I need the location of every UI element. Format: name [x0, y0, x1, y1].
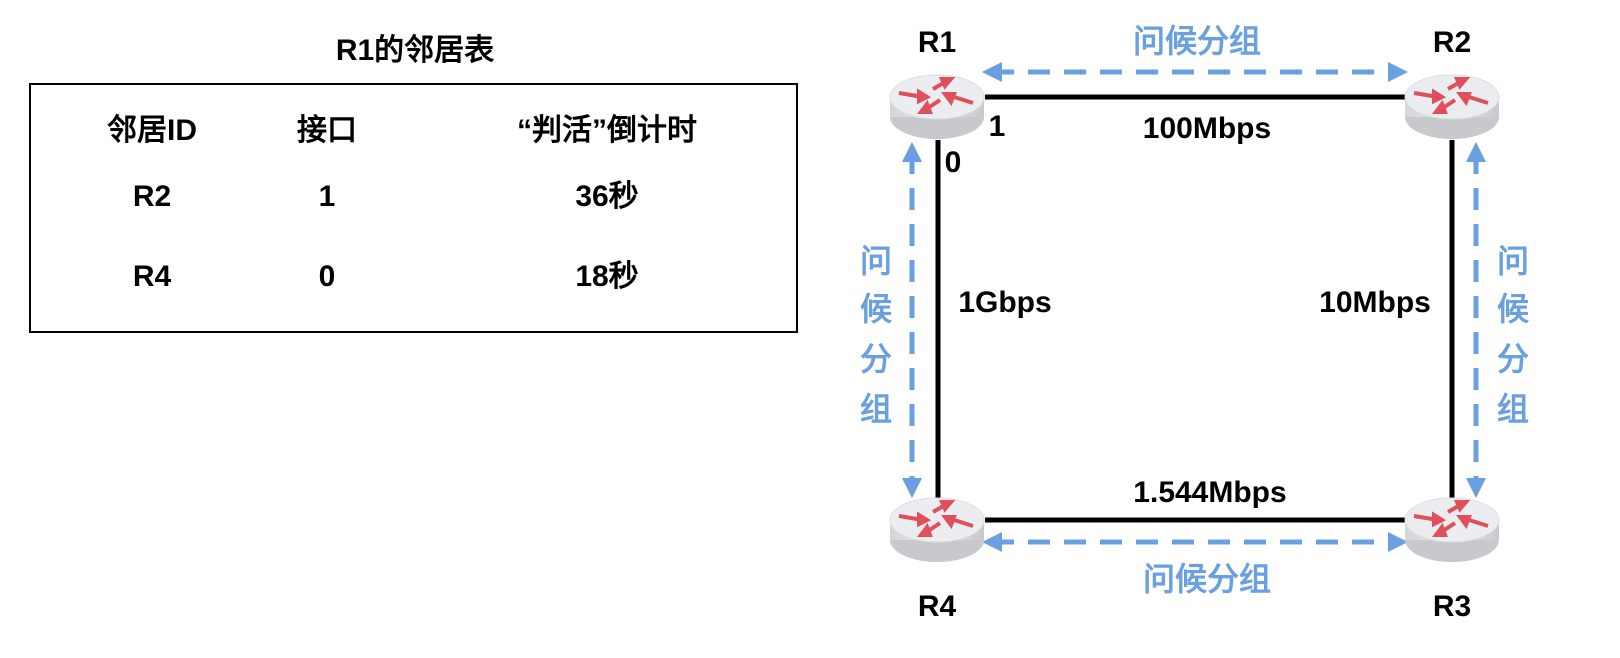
hello-label-left: 问 候 分 组: [860, 243, 893, 427]
hello-char: 问: [860, 243, 892, 279]
header-dead-timer: “判活”倒计时: [517, 114, 697, 147]
hello-char: 问: [1497, 243, 1529, 279]
router-r2-icon[interactable]: [1403, 73, 1501, 141]
router-r4-icon[interactable]: [888, 496, 986, 564]
cell-interface: 1: [319, 180, 336, 213]
hello-label-bottom: 问候分组: [1143, 561, 1271, 597]
router-r2-label: R2: [1433, 26, 1471, 59]
hello-char: 分: [860, 341, 892, 377]
interface-1-label: 1: [989, 110, 1006, 143]
neighbor-table-border: [29, 83, 798, 333]
link-r2-r3-bandwidth: 10Mbps: [1319, 286, 1431, 319]
hello-char: 候: [1497, 291, 1530, 327]
table-title: R1的邻居表: [336, 33, 494, 67]
router-r1-label: R1: [918, 26, 956, 59]
links: [935, 94, 1455, 523]
link-r4-r3-bandwidth: 1.544Mbps: [1133, 476, 1286, 509]
header-interface: 接口: [297, 114, 357, 147]
router-r1-icon[interactable]: [888, 73, 986, 141]
link-r1-r4-bandwidth: 1Gbps: [958, 286, 1051, 319]
hello-char: 分: [1497, 341, 1529, 377]
hello-label-top: 问候分组: [1133, 23, 1261, 59]
link-r1-r2-bandwidth: 100Mbps: [1143, 112, 1271, 145]
hello-char: 候: [860, 291, 893, 327]
cell-neighbor-id: R4: [133, 260, 172, 293]
cell-neighbor-id: R2: [133, 180, 171, 213]
hello-char: 组: [1497, 391, 1529, 427]
router-r3-icon[interactable]: [1403, 496, 1501, 564]
router-r3-label: R3: [1433, 590, 1471, 623]
interface-0-label: 0: [945, 146, 962, 179]
cell-dead-timer: 36秒: [575, 180, 638, 213]
cell-interface: 0: [319, 260, 336, 293]
cell-dead-timer: 18秒: [575, 260, 638, 293]
hello-char: 组: [860, 391, 892, 427]
hello-label-right: 问 候 分 组: [1497, 243, 1530, 427]
router-r4-label: R4: [918, 590, 957, 623]
header-neighbor-id: 邻居ID: [107, 113, 197, 147]
